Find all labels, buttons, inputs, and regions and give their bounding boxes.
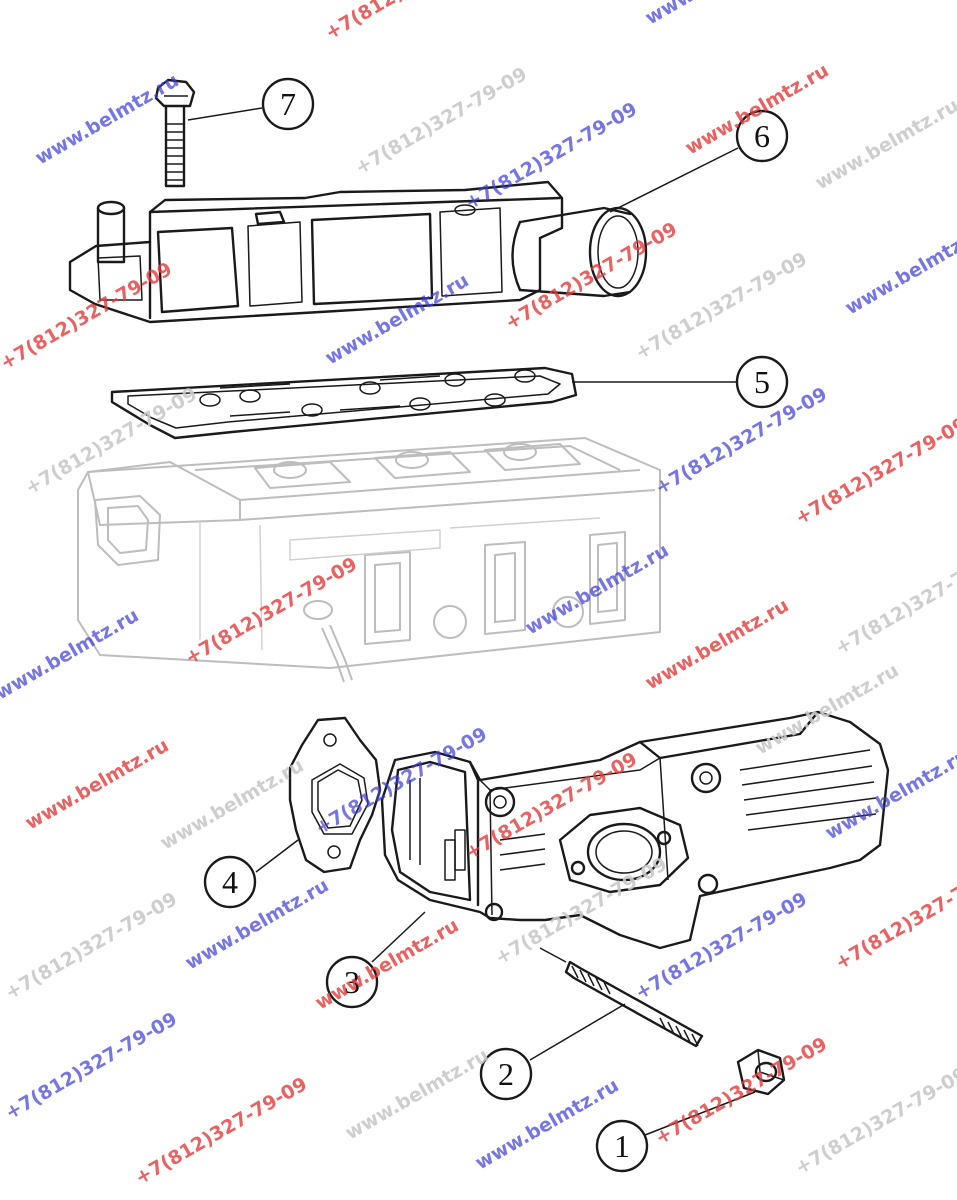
watermark-site: www.belmtz.ru (342, 1044, 493, 1144)
watermark-phone: +7(812)327-79-09 (792, 413, 957, 529)
watermark-site: www.belmtz.ru (322, 269, 473, 369)
watermark-phone: +7(812)327-79-09 (632, 248, 811, 364)
watermark-phone: +7(812)327-79-09 (792, 1063, 957, 1179)
watermark-phone: +7(812)327-79-09 (2, 888, 181, 1004)
callout-4: 4 (203, 855, 257, 909)
watermark-site: www.belmtz.ru (822, 744, 957, 844)
watermark-phone: +7(812)327-79-09 (182, 553, 361, 669)
watermark-site: www.belmtz.ru (812, 94, 957, 194)
watermark-phone: +7(812)327-79-09 (132, 1073, 311, 1189)
watermark-phone: +7(812)327-79-09 (322, 0, 501, 44)
watermark-site: www.belmtz.ru (182, 874, 333, 974)
watermark-site: www.belmtz.ru (22, 734, 173, 834)
watermark-phone: +7(812)327-79-09 (462, 98, 641, 214)
callout-3-label: 3 (344, 964, 360, 1000)
callout-7-label: 7 (280, 86, 296, 122)
cylinder-head (77, 437, 661, 683)
watermark-phone: +7(812)327-79-09 (652, 1033, 831, 1149)
callout-leaders (187, 107, 756, 1136)
watermark-phone: +7(812)327-79-09 (832, 543, 957, 659)
watermark-site: www.belmtz.ru (32, 69, 183, 169)
callout-7: 7 (261, 77, 315, 131)
bolt-7 (154, 78, 196, 188)
watermark-site: www.belmtz.ru (842, 219, 957, 319)
watermark-site: www.belmtz.ru (642, 0, 793, 29)
callout-3: 3 (325, 955, 379, 1009)
watermark-site: www.belmtz.ru (0, 604, 143, 704)
callout-1: 1 (595, 1119, 649, 1173)
callout-6-label: 6 (754, 118, 770, 154)
watermark-phone: +7(812)327-79-09 (352, 63, 531, 179)
callout-1-label: 1 (614, 1128, 630, 1164)
watermark-phone: +7(812)327-79-09 (492, 853, 671, 969)
watermark-site: www.belmtz.ru (642, 594, 793, 694)
watermark-site: www.belmtz.ru (157, 754, 308, 854)
callout-5: 5 (735, 355, 789, 409)
exhaust-manifold-3 (380, 710, 890, 950)
nut-1 (736, 1048, 786, 1096)
watermark-phone: +7(812)327-79-09 (632, 888, 811, 1004)
watermark-phone: +7(812)327-79-09 (2, 1008, 181, 1124)
watermark-phone: +7(812)327-79-09 (462, 748, 641, 864)
watermark-phone: +7(812)327-79-09 (832, 858, 957, 974)
intake-manifold-6 (68, 180, 648, 324)
exhaust-gasket-4 (288, 716, 382, 874)
callout-5-label: 5 (754, 364, 770, 400)
callout-2: 2 (479, 1047, 533, 1101)
callout-6: 6 (735, 109, 789, 163)
stud-2 (539, 947, 704, 1048)
intake-gasket-5 (110, 366, 578, 440)
callout-2-label: 2 (498, 1056, 514, 1092)
callout-4-label: 4 (222, 864, 238, 900)
watermark-phone: +7(812)327-79-09 (312, 723, 491, 839)
watermark-phone: +7(812)327-79-09 (652, 383, 831, 499)
